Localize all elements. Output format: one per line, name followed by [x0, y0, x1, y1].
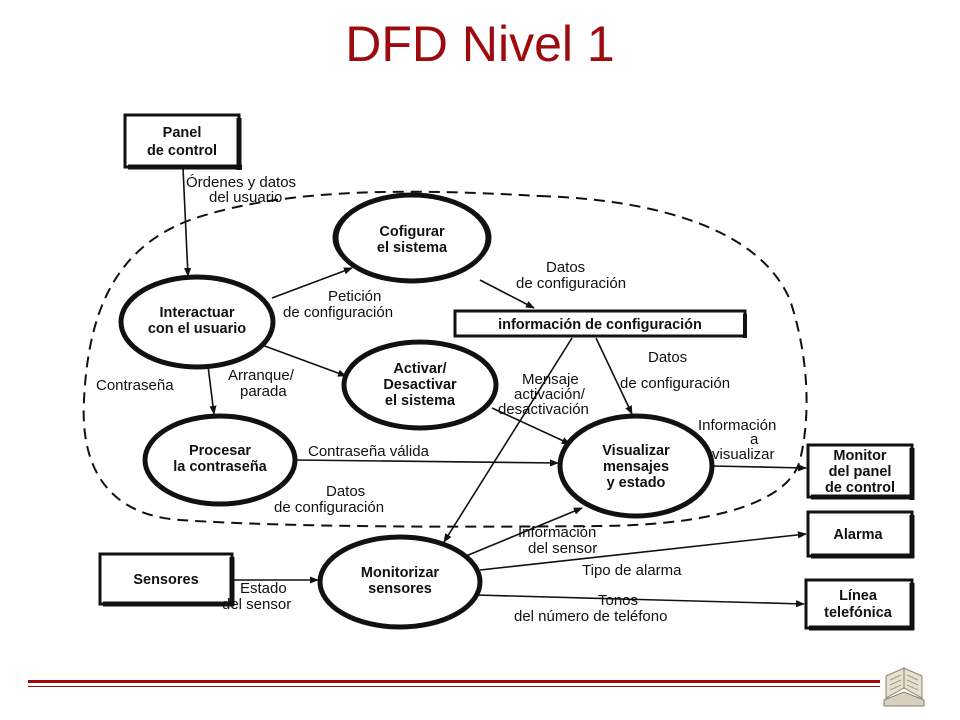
flow-password	[207, 365, 217, 415]
process-monitor: Monitorizar sensores	[317, 534, 483, 630]
label-config-data-3b: de configuración	[274, 499, 384, 516]
activate-label-1: Activar/	[393, 361, 446, 377]
monitor-label-1: Monitor	[833, 448, 887, 464]
label-valid-password: Contraseña válida	[308, 443, 430, 460]
interact-label-1: Interactuar	[160, 305, 235, 321]
label-alarm-type: Tipo de alarma	[582, 562, 682, 579]
password-label-2: la contraseña	[173, 459, 267, 475]
label-act-msg-1: Mensaje	[522, 371, 579, 388]
label-commands-2: del usuario	[209, 189, 282, 206]
flow-valid-password	[294, 459, 559, 467]
flow-config-request	[271, 267, 353, 299]
process-display: Visualizar mensajes y estado	[557, 413, 715, 519]
flow-tones	[475, 594, 805, 608]
panel-label-2: de control	[147, 143, 217, 159]
label-info-display-1: Información	[698, 417, 776, 434]
flow-labels: Órdenes y datos del usuario Petición de …	[96, 174, 776, 625]
slide-title: DFD Nivel 1	[345, 16, 615, 72]
password-label-1: Procesar	[189, 443, 251, 459]
label-sensor-info-2: del sensor	[528, 540, 597, 557]
footer-rule	[28, 680, 880, 687]
system-boundary	[82, 190, 808, 528]
activate-label-3: el sistema	[385, 393, 456, 409]
flow-activate-display	[491, 407, 571, 445]
process-interact: Interactuar con el usuario	[118, 274, 276, 370]
data-flows	[182, 167, 807, 608]
monitor-proc-label-2: sensores	[368, 581, 432, 597]
flow-start-stop	[261, 344, 347, 377]
phone-label-1: Línea	[839, 588, 878, 604]
label-tones-1: Tonos	[598, 592, 638, 609]
label-config-data-1b: de configuración	[516, 275, 626, 292]
label-start-stop-2: parada	[240, 383, 287, 400]
external-phone: Línea telefónica	[804, 578, 915, 631]
label-start-stop-1: Arranque/	[228, 367, 295, 384]
flow-info-display	[711, 464, 807, 472]
process-configure: Cofigurar el sistema	[332, 192, 492, 284]
display-label-3: y estado	[607, 475, 666, 491]
books-logo-icon	[883, 667, 925, 707]
label-config-data-3a: Datos	[326, 483, 365, 500]
configure-label-1: Cofigurar	[379, 224, 445, 240]
label-commands-1: Órdenes y datos	[186, 174, 296, 191]
label-config-data-2a: Datos	[648, 349, 687, 366]
data-store-config: información de configuración	[453, 309, 747, 338]
flow-alarm-type	[479, 531, 807, 571]
label-config-data-1a: Datos	[546, 259, 585, 276]
label-config-request-1: Petición	[328, 288, 381, 305]
flow-config-data-2	[595, 337, 633, 415]
flow-commands	[182, 167, 192, 277]
monitor-label-3: de control	[825, 480, 895, 496]
display-label-2: mensajes	[603, 459, 669, 475]
monitor-proc-label-1: Monitorizar	[361, 565, 439, 581]
external-alarm: Alarma	[806, 510, 915, 559]
external-sensors: Sensores	[98, 552, 235, 607]
external-monitor: Monitor del panel de control	[806, 443, 915, 500]
label-act-msg-2: activación/	[514, 386, 586, 403]
flow-store-monitor	[443, 337, 573, 543]
flow-sensor-info	[465, 507, 583, 557]
label-sensor-info-1: Información	[518, 524, 596, 541]
process-password: Procesar la contraseña	[142, 413, 298, 507]
label-password: Contraseña	[96, 377, 174, 394]
phone-label-2: telefónica	[824, 605, 893, 621]
configure-label-2: el sistema	[377, 240, 448, 256]
label-act-msg-3: desactivación	[498, 401, 589, 418]
label-config-request-2: de configuración	[283, 304, 393, 321]
label-info-display-3: visualizar	[712, 446, 775, 463]
store-label: información de configuración	[498, 317, 702, 333]
panel-label-1: Panel	[163, 125, 202, 141]
flow-config-data-1	[479, 279, 535, 309]
alarm-label: Alarma	[833, 527, 883, 543]
label-sensor-state-2: del sensor	[222, 596, 291, 613]
display-label-1: Visualizar	[602, 443, 670, 459]
label-sensor-state-1: Estado	[240, 580, 287, 597]
process-activate: Activar/ Desactivar el sistema	[341, 339, 499, 431]
interact-label-2: con el usuario	[148, 321, 246, 337]
sensors-label: Sensores	[133, 572, 198, 588]
external-panel: Panel de control	[123, 113, 242, 170]
label-info-display-2: a	[750, 431, 759, 448]
activate-label-2: Desactivar	[383, 377, 457, 393]
monitor-label-2: del panel	[829, 464, 892, 480]
label-tones-2: del número de teléfono	[514, 608, 667, 625]
label-config-data-2b: de configuración	[620, 375, 730, 392]
